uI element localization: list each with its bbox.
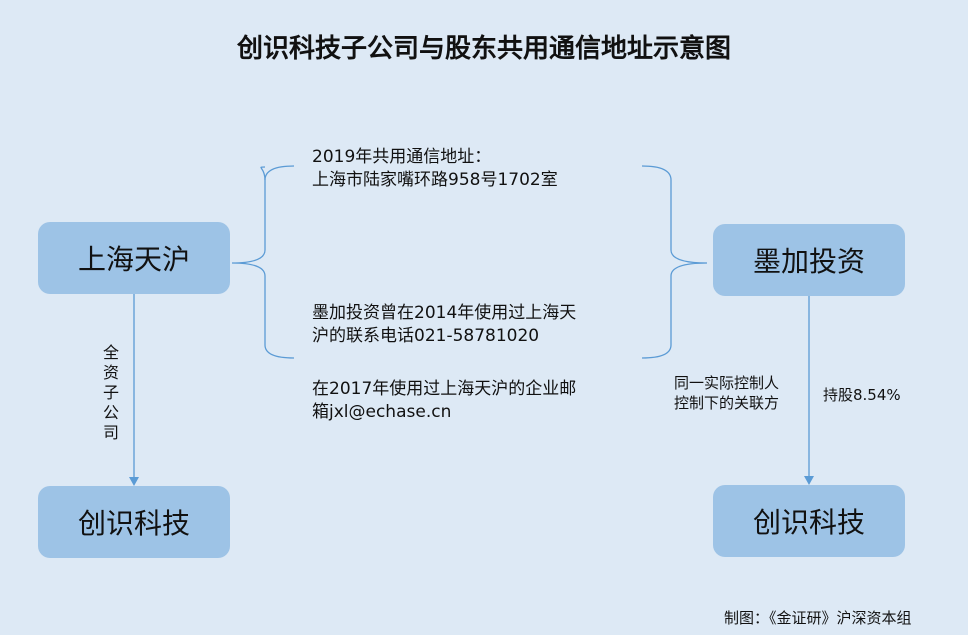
edge-label-related-party: 同一实际控制人 控制下的关联方 <box>674 373 779 413</box>
phone-note: 墨加投资曾在2014年使用过上海天 沪的联系电话021-58781020 <box>312 302 576 348</box>
email-note: 在2017年使用过上海天沪的企业邮 箱jxl@echase.cn <box>312 378 576 424</box>
edge-label-stake: 持股8.54% <box>823 386 901 404</box>
email-note-line: 在2017年使用过上海天沪的企业邮 <box>312 379 577 399</box>
node-mojia-investment: 墨加投资 <box>713 224 905 296</box>
footer-credit: 制图：《金证研》沪深资本组 <box>724 609 912 627</box>
left-brace-top <box>264 165 295 181</box>
email-note-line: 箱jxl@echase.cn <box>312 402 452 422</box>
phone-note-line: 墨加投资曾在2014年使用过上海天 <box>312 303 577 323</box>
node-chuangshi-left: 创识科技 <box>38 486 230 558</box>
related-party-line: 控制下的关联方 <box>674 394 780 412</box>
phone-note-line: 沪的联系电话021-58781020 <box>312 326 540 346</box>
left-arrowhead <box>129 477 139 486</box>
address-note-line: 上海市陆家嘴环路958号1702室 <box>312 170 558 190</box>
left-brace <box>231 166 295 359</box>
right-arrowhead <box>804 476 814 485</box>
node-chuangshi-right: 创识科技 <box>713 485 905 557</box>
edge-label-wholly-owned: 全资子公司 <box>103 343 120 442</box>
diagram-title: 创识科技子公司与股东共用通信地址示意图 <box>236 34 731 64</box>
address-note-line: 2019年共用通信地址： <box>312 147 492 167</box>
node-shanghai-tianhu: 上海天沪 <box>38 222 230 294</box>
related-party-line: 同一实际控制人 <box>674 374 780 392</box>
address-note: 2019年共用通信地址： 上海市陆家嘴环路958号1702室 <box>312 146 558 192</box>
right-brace <box>641 165 708 359</box>
